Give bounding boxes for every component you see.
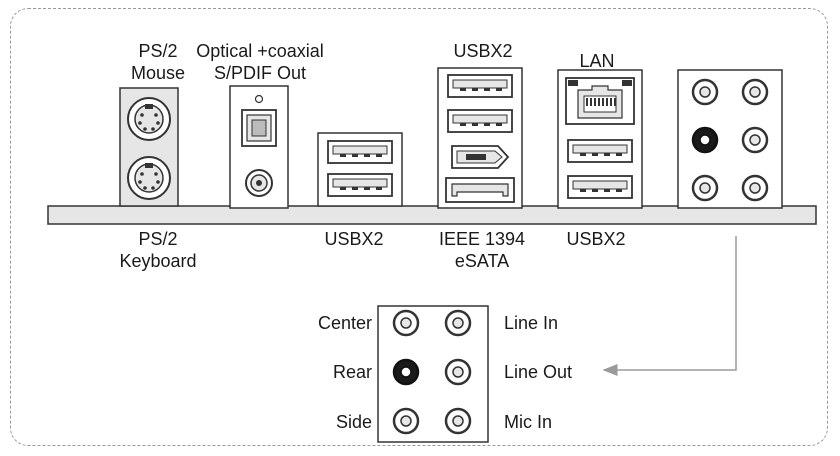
usb-port-top-1 — [447, 74, 513, 98]
spdif-label-line1: Optical +coaxial — [196, 41, 324, 61]
audio-jack-panel-1 — [691, 78, 719, 106]
ps2-keyboard-port — [127, 156, 171, 200]
center-label: Center — [317, 313, 372, 333]
ps2-mouse-port — [127, 97, 171, 141]
ps2-mouse-label: PS/2 Mouse — [118, 40, 198, 84]
audio-jack-panel-5 — [691, 174, 719, 202]
ieee1394-label: IEEE 1394 — [438, 229, 526, 249]
audio-jack-panel-2 — [741, 78, 769, 106]
lan-usb-module — [557, 69, 643, 209]
ps2-keyboard-label-line2: Keyboard — [119, 251, 197, 271]
audio-jack-panel-4 — [741, 126, 769, 154]
audio-jacks-detail — [377, 305, 489, 443]
usb-port-top-2 — [447, 109, 513, 133]
usb-port-right-2 — [567, 175, 633, 199]
center-jack — [392, 309, 420, 337]
callout-arrow — [602, 236, 737, 376]
side-jack — [392, 407, 420, 435]
line-out-jack — [444, 358, 472, 386]
spdif-label: Optical +coaxial S/PDIF Out — [182, 40, 338, 84]
audio-jack-panel-6 — [741, 174, 769, 202]
base-plate — [47, 205, 817, 225]
usb-port-left-1 — [327, 140, 393, 164]
usb-1394-esata-module — [437, 67, 523, 209]
usb-left-module — [317, 132, 403, 207]
spdif-label-line2: S/PDIF Out — [213, 63, 307, 83]
ps2-keyboard-label: PS/2 Keyboard — [100, 228, 216, 272]
usbx2-left-label: USBX2 — [324, 229, 384, 249]
lan-label: LAN — [579, 51, 615, 71]
usbx2-right-label: USBX2 — [566, 229, 626, 249]
ps2-keyboard-label-line1: PS/2 — [138, 229, 178, 249]
coaxial-spdif-port — [245, 169, 273, 197]
line-in-jack — [444, 309, 472, 337]
usbx2-top-label: USBX2 — [453, 41, 513, 61]
mic-in-jack — [444, 407, 472, 435]
audio-jack-panel-3 — [691, 126, 719, 154]
diagram-frame — [10, 8, 828, 446]
usb-port-right-1 — [567, 139, 633, 163]
ieee1394-port — [451, 145, 510, 169]
ps2-mouse-label-line1: PS/2 — [138, 41, 178, 61]
side-label: Side — [335, 412, 372, 432]
rear-label: Rear — [332, 362, 372, 382]
ieee1394-esata-label: IEEE 1394 eSATA — [420, 228, 544, 272]
esata-port — [445, 177, 515, 203]
ps2-ports-module — [119, 87, 179, 207]
line-in-label: Line In — [504, 313, 559, 333]
spdif-module — [229, 85, 289, 209]
optical-spdif-port — [241, 109, 277, 147]
usb-port-left-2 — [327, 173, 393, 197]
lan-port — [565, 77, 635, 125]
line-out-label: Line Out — [504, 362, 573, 382]
mic-in-label: Mic In — [504, 412, 553, 432]
ps2-mouse-label-line2: Mouse — [130, 63, 186, 83]
esata-label: eSATA — [454, 251, 510, 271]
audio-jacks-panel-module — [677, 69, 783, 209]
rear-jack — [392, 358, 420, 386]
